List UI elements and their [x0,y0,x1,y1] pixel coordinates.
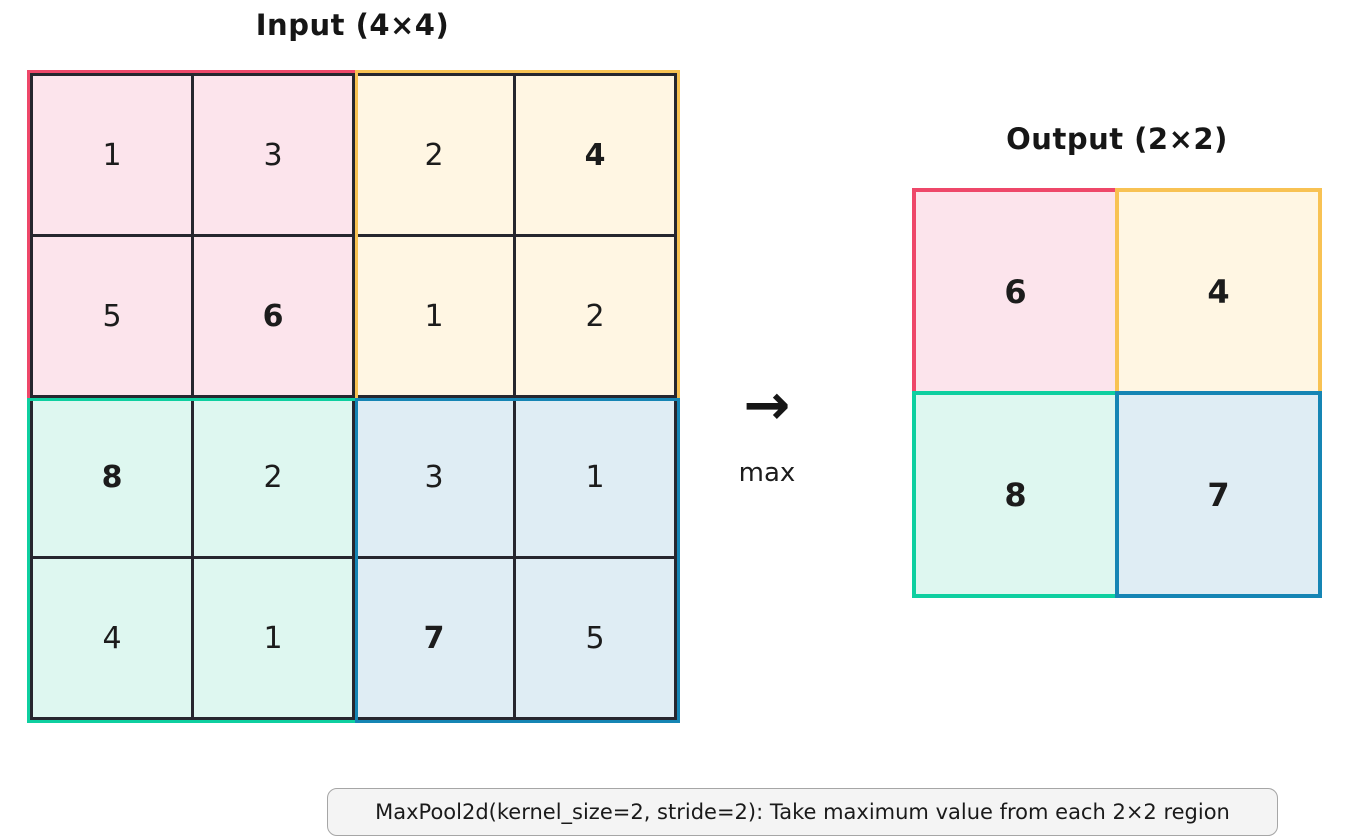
arrow-operation-label: max [738,458,796,488]
input-cell-r2c0: 8 [30,395,194,559]
input-cell-r2c3: 1 [513,395,677,559]
input-cell-r1c1: 6 [191,234,355,398]
output-cell-top-right: 4 [1115,188,1322,395]
input-cell-r2c2: 3 [352,395,516,559]
pooling-arrow: → max [722,373,812,489]
input-cell-r3c1: 1 [191,556,355,720]
arrow-right-icon: → [743,373,791,438]
input-cell-r0c2: 2 [352,73,516,237]
input-cell-r1c2: 1 [352,234,516,398]
output-cell-top-left: 6 [912,188,1119,395]
input-cell-r0c3: 4 [513,73,677,237]
input-cell-r0c0: 1 [30,73,194,237]
caption-text: MaxPool2d(kernel_size=2, stride=2): Take… [375,800,1230,824]
output-grid-title: Output (2×2) [1006,122,1228,156]
input-grid-title: Input (4×4) [255,8,450,42]
input-cell-r3c3: 5 [513,556,677,720]
output-cell-bottom-left: 8 [912,391,1119,598]
input-cell-r1c3: 2 [513,234,677,398]
input-cell-r3c0: 4 [30,556,194,720]
caption-box: MaxPool2d(kernel_size=2, stride=2): Take… [327,788,1278,836]
input-cell-r1c0: 5 [30,234,194,398]
input-cell-r0c1: 3 [191,73,355,237]
output-cell-bottom-right: 7 [1115,391,1322,598]
input-cell-r2c1: 2 [191,395,355,559]
input-cell-r3c2: 7 [352,556,516,720]
